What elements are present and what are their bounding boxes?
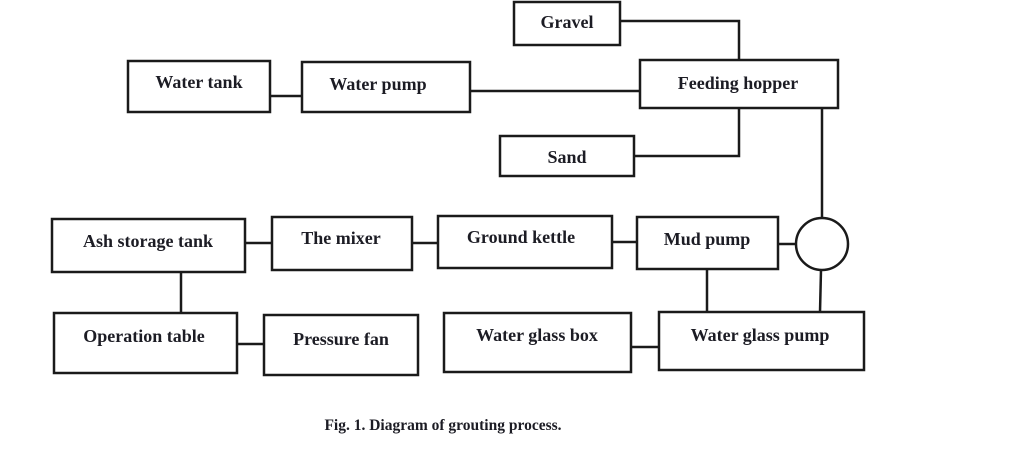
node-label: Water glass pump xyxy=(691,325,830,345)
edge-gravel-hopper xyxy=(620,19,741,60)
node-feeding-hopper: Feeding hopper xyxy=(638,58,840,110)
connectors xyxy=(179,19,824,349)
node-label: Ground kettle xyxy=(467,227,575,247)
node-pressure-fan: Pressure fan xyxy=(262,313,420,377)
node-operation-table: Operation table xyxy=(52,311,239,375)
node-the-mixer: The mixer xyxy=(270,215,414,272)
node-gravel: Gravel xyxy=(512,0,622,47)
node-label: Operation table xyxy=(83,326,205,346)
node-mud-pump: Mud pump xyxy=(635,215,780,271)
node-water-tank: Water tank xyxy=(126,59,272,114)
node-label: Water glass box xyxy=(476,325,598,345)
node-label: The mixer xyxy=(301,228,380,248)
edge-junction-wgpump xyxy=(818,269,823,313)
junction-valve-circle xyxy=(794,216,850,272)
node-ground-kettle: Ground kettle xyxy=(436,214,614,270)
node-label: Water tank xyxy=(155,72,242,92)
node-ash-storage-tank: Ash storage tank xyxy=(50,217,247,274)
edge-sand-hopper xyxy=(634,108,741,158)
node-label: Pressure fan xyxy=(293,329,389,349)
node-label: Feeding hopper xyxy=(678,73,799,93)
node-label: Sand xyxy=(547,147,586,167)
node-water-glass-pump: Water glass pump xyxy=(657,310,866,372)
node-water-glass-box: Water glass box xyxy=(442,311,633,374)
node-label: Gravel xyxy=(541,12,594,32)
node-label: Ash storage tank xyxy=(83,231,213,251)
node-label: Mud pump xyxy=(664,229,751,249)
node-sand: Sand xyxy=(498,134,636,178)
node-label: Water pump xyxy=(329,74,426,94)
figure-caption: Fig. 1. Diagram of grouting process. xyxy=(324,417,561,434)
node-water-pump: Water pump xyxy=(300,60,472,114)
